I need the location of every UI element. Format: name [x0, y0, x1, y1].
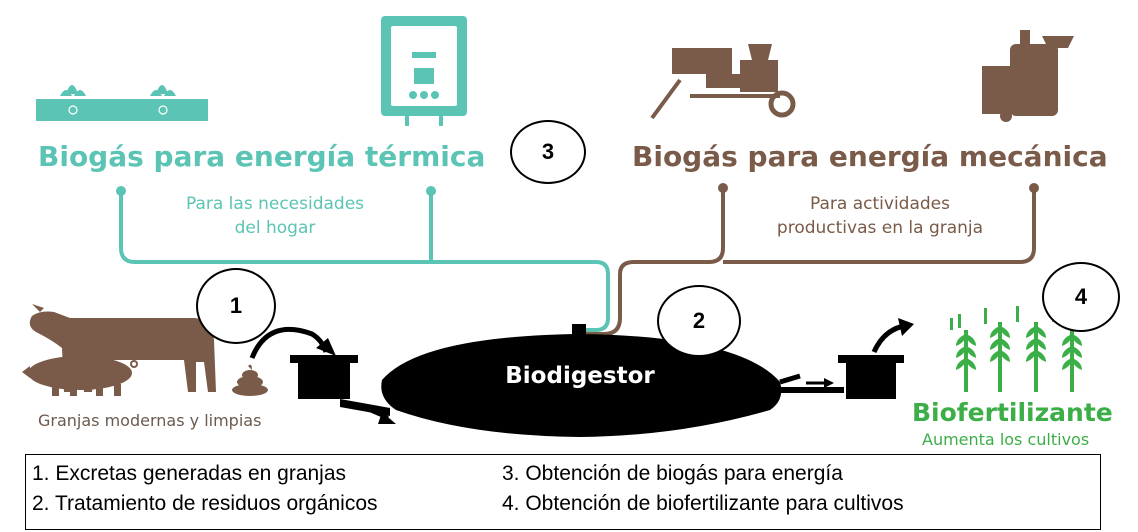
pipe-node [718, 183, 728, 193]
pipe-node [116, 186, 126, 196]
legend-item-3: 3. Obtención de biogás para energía [502, 462, 843, 485]
digester-label: Biodigestor [505, 363, 655, 389]
step-marker-2: 2 [657, 285, 741, 357]
thermal-pipes [119, 191, 610, 332]
farms-label: Granjas modernas y limpias [38, 411, 262, 430]
mechanical-energy-title: Biogás para energía mecánica [632, 140, 1108, 173]
inlet-tank [290, 355, 390, 416]
mechanical-subtitle-line-2: productivas en la granja [776, 218, 984, 238]
thermal-subtitle: Para las necesidades del hogar [130, 192, 420, 240]
pipe-node [426, 186, 436, 196]
water-heater-icon [381, 16, 467, 126]
output-arrow [871, 323, 905, 354]
cow-icon [29, 304, 216, 392]
wheat-plants-icon [950, 306, 1089, 392]
outlet-pipe [779, 373, 801, 385]
biofertilizer-title: Biofertilizante [912, 398, 1113, 427]
grinder-machine-icon [650, 44, 796, 120]
legend-item-4: 4. Obtención de biofertilizante para cul… [502, 492, 904, 515]
digester-tank [381, 324, 782, 437]
manure-icon [232, 364, 268, 396]
step-marker-4: 4 [1042, 262, 1120, 332]
legend-box: 1. Excretas generadas en granjas 2. Trat… [25, 454, 1101, 530]
biofertilizer-subtitle: Aumenta los cultivos [922, 430, 1090, 449]
milking-machine-icon [982, 30, 1074, 122]
pig-icon [22, 356, 138, 396]
pipe-node [1029, 183, 1039, 193]
thermal-subtitle-line-2: del hogar [234, 218, 316, 238]
mechanical-subtitle-line-1: Para actividades [810, 194, 950, 214]
stove-icon [36, 85, 208, 121]
step-marker-3: 3 [510, 120, 586, 184]
legend-item-1: 1. Excretas generadas en granjas [32, 462, 347, 485]
thermal-subtitle-line-1: Para las necesidades [185, 194, 365, 214]
thermal-energy-title: Biogás para energía térmica [38, 140, 486, 173]
step-marker-1: 1 [196, 268, 276, 344]
legend-item-2: 2. Tratamiento de residuos orgánicos [32, 492, 378, 515]
outlet-tank [838, 355, 904, 399]
mechanical-subtitle: Para actividades productivas en la granj… [734, 192, 1026, 240]
mechanical-pipes [578, 188, 1036, 336]
